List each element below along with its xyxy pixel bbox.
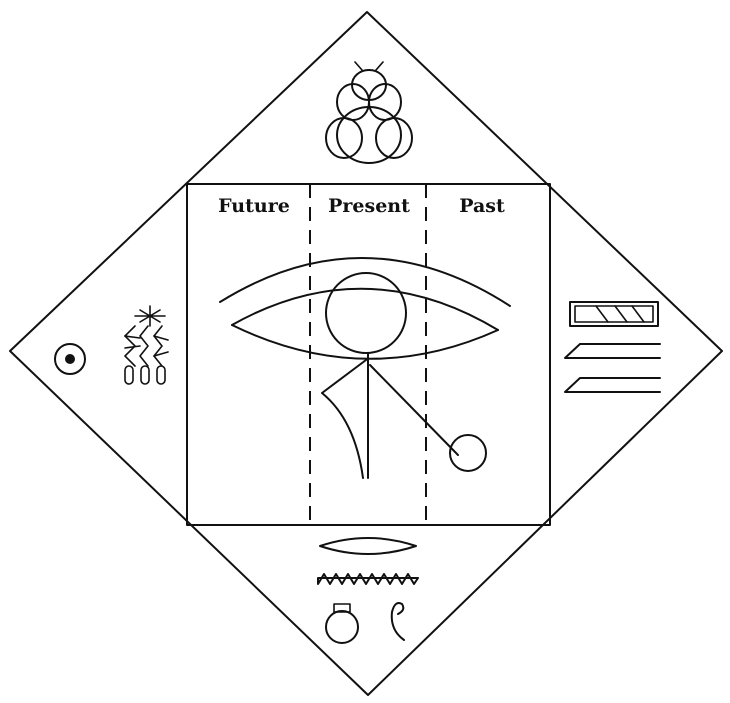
column-label-present: Present bbox=[328, 195, 410, 217]
sun-disk-icon bbox=[55, 344, 85, 374]
stroke-lines-icon bbox=[565, 344, 660, 392]
water-icon bbox=[318, 574, 418, 584]
flail-icon bbox=[125, 306, 168, 384]
box-icon bbox=[570, 302, 658, 326]
column-label-past: Past bbox=[459, 195, 505, 217]
mouth-icon bbox=[320, 538, 416, 554]
eye-of-horus-icon bbox=[220, 258, 510, 478]
pot-icon bbox=[326, 604, 358, 643]
horned-viper-icon bbox=[392, 603, 404, 640]
scarab-icon bbox=[326, 62, 412, 163]
column-label-future: Future bbox=[218, 195, 290, 217]
